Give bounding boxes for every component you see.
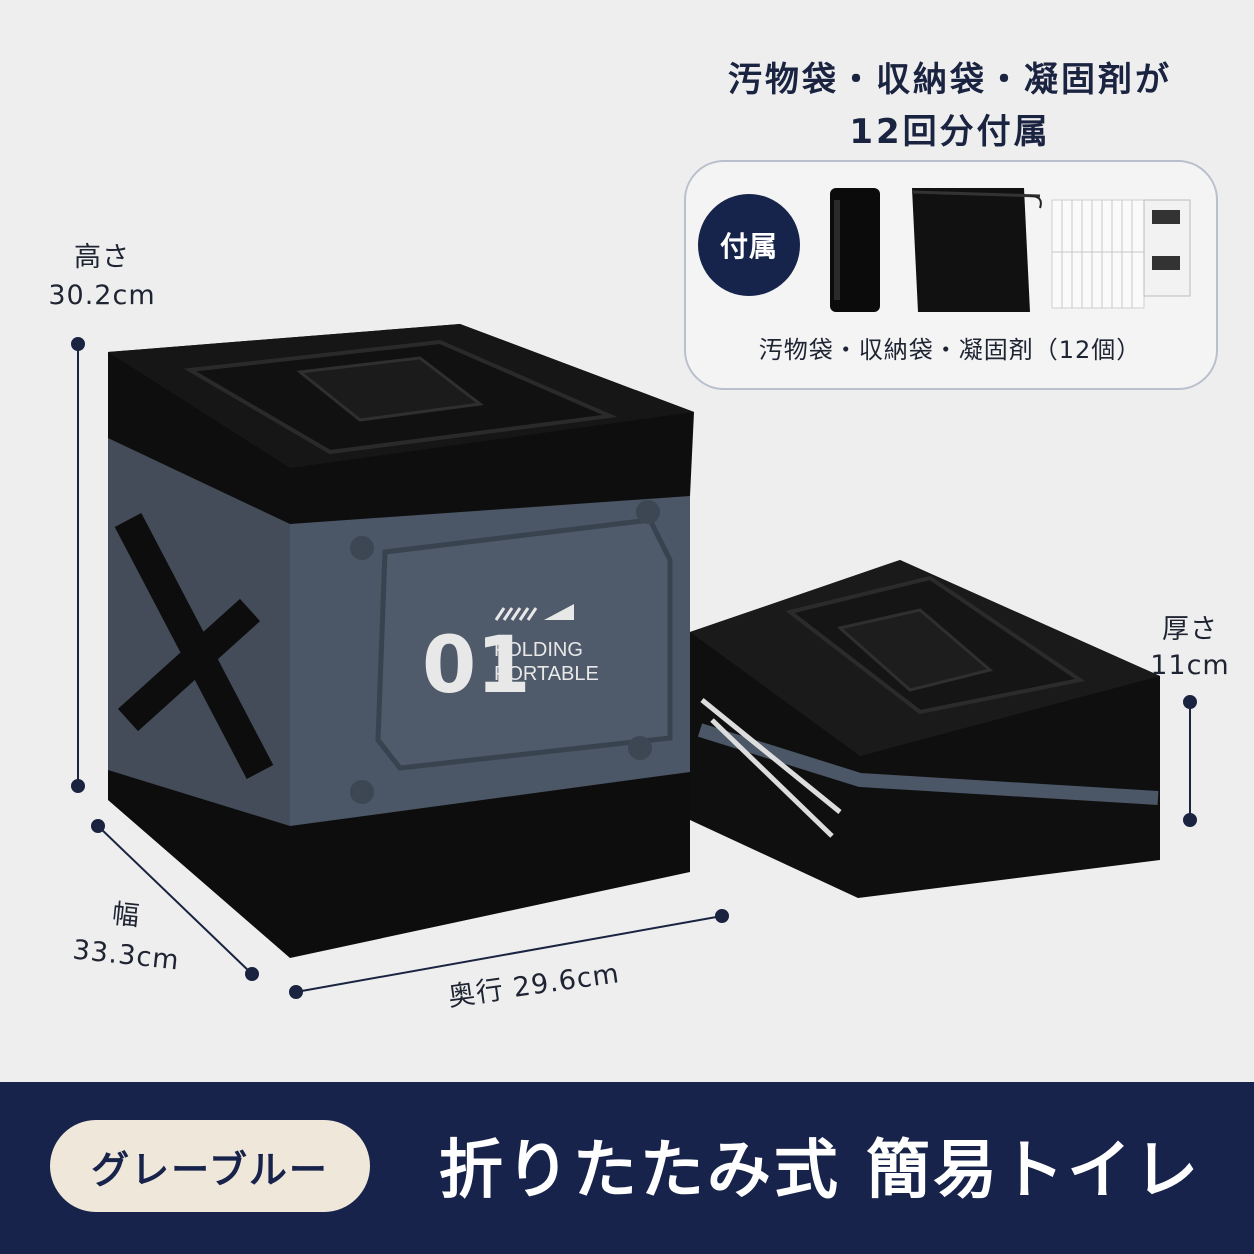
main-box-image: 01 FOLDING PORTABLE: [108, 324, 694, 958]
product-line-1: FOLDING: [494, 639, 583, 661]
thickness-value: 11cm: [1150, 650, 1230, 681]
accessory-badge: 付属: [698, 194, 800, 296]
header-line-1: 汚物袋・収納袋・凝固剤が: [728, 60, 1172, 100]
product-line-2: PORTABLE: [494, 663, 599, 685]
folded-box-image: [690, 560, 1160, 898]
coagulant-packets-image: [1051, 199, 1191, 309]
product-title: 折りたたみ式 簡易トイレ: [438, 1134, 1202, 1208]
accessory-caption: 汚物袋・収納袋・凝固剤（12個）: [758, 336, 1142, 364]
trash-bag-roll-image: [830, 188, 880, 312]
stripe-decoration: [494, 607, 538, 621]
thickness-label: 厚さ: [1162, 614, 1218, 645]
dimension-lines: [71, 337, 1197, 999]
storage-bag-image: [911, 188, 1042, 312]
height-value: 30.2cm: [48, 280, 156, 311]
header-line-2: 12回分付属: [849, 112, 1051, 152]
height-label: 高さ: [74, 242, 130, 273]
color-name-badge: グレーブルー: [50, 1120, 370, 1212]
product-number: 01: [422, 621, 531, 711]
